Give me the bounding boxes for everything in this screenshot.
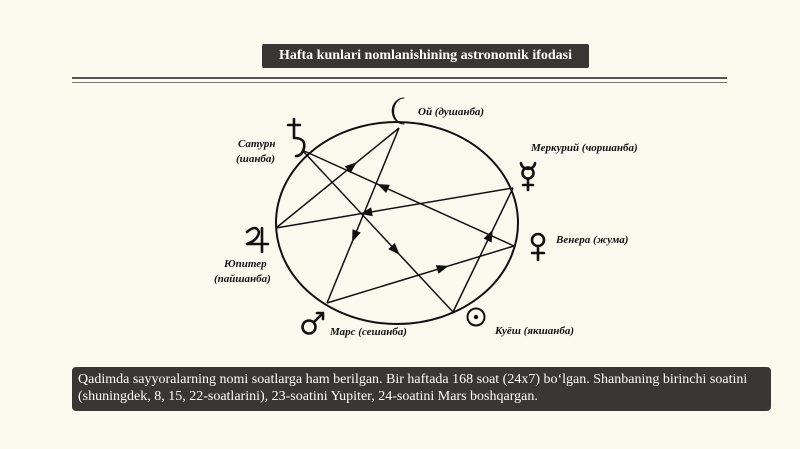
saturn-icon [286,117,306,158]
label-jupiter-day: (пайшанба) [214,273,271,285]
arrowhead [435,265,449,274]
jupiter-icon [245,226,270,254]
label-saturn-day: (шанба) [236,153,275,165]
caption-box: Qadimda sayyoralarning nomi soatlarga ha… [72,367,771,411]
mercury-icon [519,161,537,192]
moon-icon [391,97,405,125]
label-saturn-name: Сатурн [238,138,276,150]
arrowhead [377,184,390,194]
arrowhead [344,162,357,174]
sun-icon [466,307,486,327]
star-line-venus-saturn [301,149,515,247]
label-mercury: Меркурий (чоршанба) [530,142,638,154]
star-line-moon-mars [326,127,400,304]
star-line-mars-venus [326,245,515,304]
label-venus: Венера (жума) [555,234,628,246]
label-moon: Ой (душанба) [418,106,484,118]
divider-line [72,77,727,79]
label-sun: Куёш (якшанба) [494,325,574,337]
star-line-jupiter-moon [275,127,400,229]
arrowhead [483,229,493,243]
venus-icon [530,232,546,262]
arrowhead [352,229,361,243]
divider-line-thin [72,82,727,83]
heptagram-lines [275,127,515,313]
orbit-ellipse [275,121,519,325]
label-jupiter-name: Юпитер [223,258,267,270]
label-mars: Марс (сешанба) [329,326,407,338]
star-line-saturn-sun [301,149,454,313]
arrowhead [388,242,400,255]
star-line-sun-mercury [452,187,514,313]
mars-icon [301,311,325,335]
page-title: Hafta kunlari nomlanishining astronomik … [262,44,589,68]
star-line-mercury-jupiter [275,187,514,229]
